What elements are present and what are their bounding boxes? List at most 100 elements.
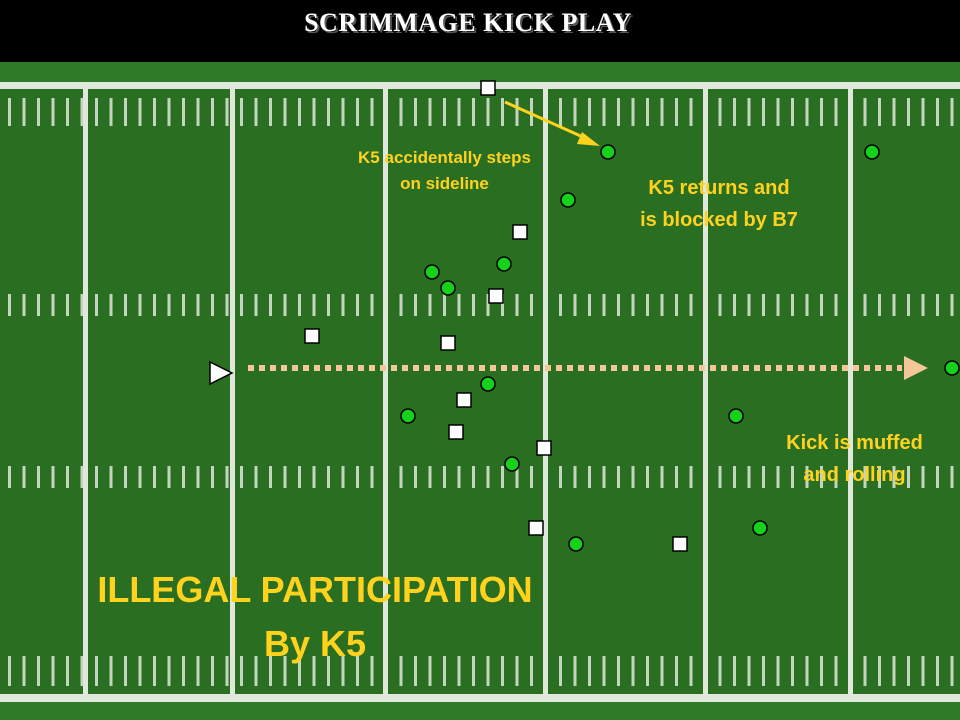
hash-mark xyxy=(530,294,533,316)
hash-mark xyxy=(834,98,838,126)
hash-mark xyxy=(95,466,98,488)
hash-mark xyxy=(907,98,910,126)
player-r xyxy=(560,192,576,208)
hash-mark xyxy=(805,656,809,686)
hash-mark xyxy=(733,98,736,126)
hash-mark xyxy=(660,656,664,686)
hash-mark xyxy=(573,98,577,126)
hash-mark xyxy=(718,466,722,488)
hash-mark xyxy=(457,466,461,488)
player-k xyxy=(512,224,528,240)
hash-mark xyxy=(936,98,939,126)
hash-mark xyxy=(588,294,591,316)
hash-mark xyxy=(327,294,330,316)
hash-mark xyxy=(211,656,214,686)
hash-mark xyxy=(617,294,620,316)
hash-mark xyxy=(559,98,562,126)
hash-mark xyxy=(269,656,272,686)
hash-mark xyxy=(341,98,345,126)
hash-mark xyxy=(182,98,185,126)
hash-mark xyxy=(124,466,127,488)
hash-mark xyxy=(138,294,142,316)
hash-mark xyxy=(501,98,504,126)
hash-mark xyxy=(878,466,881,488)
player-k xyxy=(672,536,688,552)
hash-mark xyxy=(791,656,794,686)
hash-mark xyxy=(660,466,664,488)
hash-mark xyxy=(370,466,374,488)
hash-mark xyxy=(747,98,751,126)
hash-mark xyxy=(472,98,475,126)
hash-mark xyxy=(37,656,40,686)
hash-mark xyxy=(254,466,258,488)
hash-mark xyxy=(762,466,765,488)
hash-mark xyxy=(196,656,200,686)
hash-mark xyxy=(399,466,403,488)
hash-mark xyxy=(892,294,896,316)
hash-mark xyxy=(385,466,388,488)
hash-mark xyxy=(428,656,432,686)
hash-mark xyxy=(544,656,548,686)
hash-mark xyxy=(443,294,446,316)
hash-mark xyxy=(704,98,707,126)
hash-mark xyxy=(240,656,243,686)
hash-mark xyxy=(428,466,432,488)
hash-mark xyxy=(211,466,214,488)
hash-mark xyxy=(298,98,301,126)
hash-mark xyxy=(414,98,417,126)
hash-mark xyxy=(660,294,664,316)
hash-mark xyxy=(486,466,490,488)
hash-mark xyxy=(341,656,345,686)
hash-mark xyxy=(225,466,229,488)
hash-mark xyxy=(8,466,11,488)
hash-mark xyxy=(805,466,809,488)
hash-mark xyxy=(892,98,896,126)
hash-mark xyxy=(312,466,316,488)
player-r xyxy=(944,360,960,376)
hash-mark xyxy=(486,98,490,126)
hash-mark xyxy=(370,294,374,316)
hash-mark xyxy=(921,98,925,126)
hash-mark xyxy=(80,98,84,126)
hash-mark xyxy=(675,294,678,316)
hash-mark xyxy=(718,98,722,126)
hash-mark xyxy=(95,98,98,126)
hash-mark xyxy=(8,294,11,316)
hash-mark xyxy=(646,294,649,316)
hash-mark xyxy=(37,98,40,126)
yard-lines xyxy=(83,89,853,694)
hash-mark xyxy=(211,98,214,126)
hash-mark xyxy=(95,656,98,686)
hash-mark xyxy=(22,466,26,488)
headline-by-k5: By K5 xyxy=(263,623,367,664)
hash-mark xyxy=(283,466,287,488)
hash-mark xyxy=(486,294,490,316)
hash-mark xyxy=(182,294,185,316)
hash-mark xyxy=(776,656,780,686)
hash-mark xyxy=(515,466,519,488)
hash-mark xyxy=(892,656,896,686)
hash-mark xyxy=(269,466,272,488)
yard-line xyxy=(230,89,235,694)
hash-mark xyxy=(312,98,316,126)
hash-mark xyxy=(747,466,751,488)
hash-mark xyxy=(689,656,693,686)
hash-mark xyxy=(240,98,243,126)
hash-mark xyxy=(414,656,417,686)
hash-mark xyxy=(486,656,490,686)
hash-mark xyxy=(950,98,954,126)
hash-mark xyxy=(80,294,84,316)
hash-mark xyxy=(718,656,722,686)
hash-mark xyxy=(283,98,287,126)
hash-marks xyxy=(8,98,954,686)
hash-mark xyxy=(791,466,794,488)
yard-line xyxy=(383,89,388,694)
player-r xyxy=(728,408,744,424)
sideline-bottom xyxy=(0,694,960,702)
hash-mark xyxy=(501,656,504,686)
hash-mark xyxy=(559,294,562,316)
hash-mark xyxy=(269,294,272,316)
hash-mark xyxy=(298,466,301,488)
yard-line xyxy=(83,89,88,694)
hash-mark xyxy=(617,466,620,488)
